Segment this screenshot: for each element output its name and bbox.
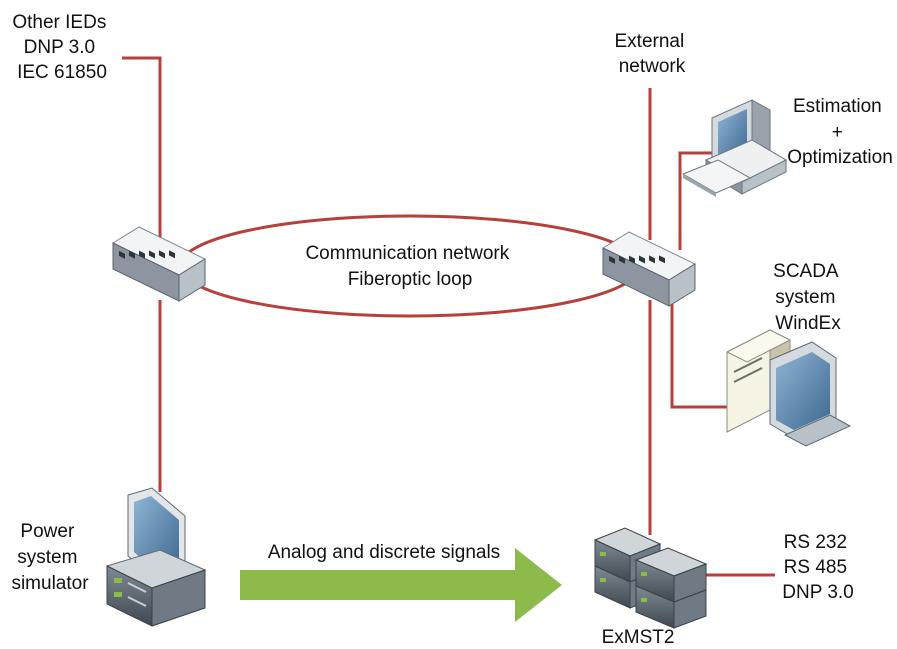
scada-label: SCADA system WindEx: [773, 261, 843, 334]
external-network-label: External network: [615, 31, 690, 77]
other-ieds-label: Other IEDs DNP 3.0 IEC 61850: [12, 12, 111, 83]
wire-other-ieds: [122, 56, 162, 248]
power-simulator-label: Power system simulator: [11, 521, 89, 594]
exmst2-label: ExMST2: [602, 627, 675, 648]
left-network-switch-icon: [111, 226, 207, 302]
signals-label: Analog and discrete signals: [268, 542, 500, 563]
protocols-label: RS 232 RS 485 DNP 3.0: [782, 532, 853, 603]
fiberoptic-loop: [178, 214, 642, 318]
exmst2-device-icon: [593, 527, 708, 629]
estimation-label: Estimation + Optimization: [787, 96, 893, 168]
connection-lines: [122, 56, 775, 577]
power-system-simulator-icon: [105, 487, 207, 627]
estimation-computer-icon: [681, 99, 788, 197]
wire-scada: [670, 300, 740, 409]
scada-workstation-icon: [725, 329, 852, 447]
wire-estimation: [678, 151, 712, 250]
right-network-switch-icon: [601, 231, 697, 307]
signal-arrow: [240, 548, 562, 622]
network-label: Communication network Fiberoptic loop: [305, 243, 514, 290]
